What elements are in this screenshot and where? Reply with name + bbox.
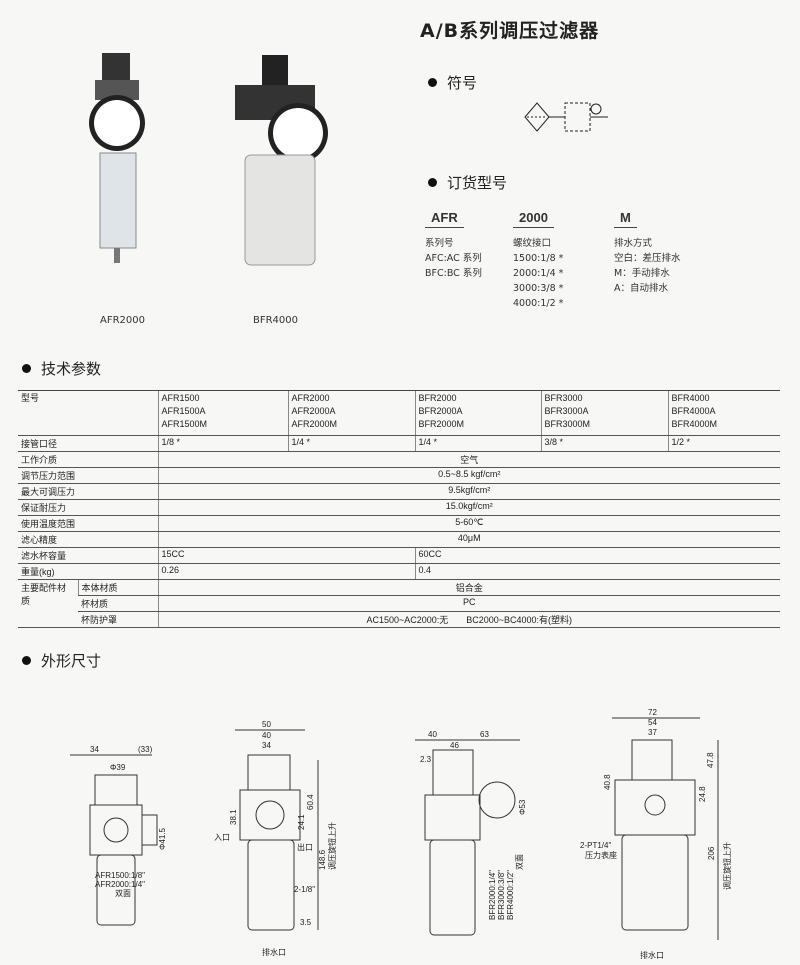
symbol-heading: 符号 (428, 72, 477, 93)
svg-text:72: 72 (648, 708, 657, 717)
svg-text:双面: 双面 (115, 889, 131, 898)
svg-text:排水口: 排水口 (640, 950, 664, 960)
svg-text:2.3: 2.3 (420, 755, 432, 764)
svg-text:206: 206 (707, 846, 716, 860)
svg-text:34: 34 (262, 741, 271, 750)
svg-text:排水口: 排水口 (262, 947, 286, 957)
product-caption: AFR2000 (100, 315, 145, 326)
svg-text:40.8: 40.8 (603, 774, 612, 790)
svg-text:压力表座: 压力表座 (585, 850, 617, 860)
pneumatic-symbol (524, 102, 608, 132)
svg-text:60.4: 60.4 (306, 794, 315, 810)
d3-labels: 40 46 63 2.3 Φ53 BFR2000:1/4"BFR3000:3/8"BF… (420, 730, 527, 920)
svg-text:24.8: 24.8 (698, 786, 707, 802)
order-heading: 订货型号 (428, 172, 507, 193)
svg-text:24.1: 24.1 (297, 814, 306, 830)
svg-text:54: 54 (648, 718, 657, 727)
svg-text:Φ39: Φ39 (110, 763, 126, 772)
svg-text:3.5: 3.5 (300, 918, 312, 927)
svg-text:(33): (33) (138, 745, 153, 754)
svg-text:2-1/8": 2-1/8" (294, 885, 315, 894)
table-row: 工作介质空气 (18, 451, 780, 468)
svg-text:BFR3000:3/8": BFR3000:3/8" (497, 870, 506, 920)
svg-text:调压旋钮上升: 调压旋钮上升 (722, 842, 732, 890)
product-caption: BFR4000 (253, 315, 299, 326)
svg-text:2-PT1/4": 2-PT1/4" (580, 841, 611, 850)
table-row: 主要配件材质本体材质铝合金 (18, 579, 780, 628)
svg-text:40: 40 (428, 730, 437, 739)
page-title: A/B系列调压过滤器 (420, 20, 600, 42)
svg-text:BFR4000:1/2": BFR4000:1/2" (506, 870, 515, 920)
svg-text:37: 37 (648, 728, 657, 737)
spec-heading: 技术参数 (22, 358, 101, 379)
svg-text:34: 34 (90, 745, 99, 754)
svg-text:Φ41.5: Φ41.5 (158, 827, 167, 850)
svg-text:63: 63 (480, 730, 489, 739)
svg-text:AFR2000:1/4": AFR2000:1/4" (95, 880, 145, 889)
dimension-heading: 外形尺寸 (22, 650, 101, 671)
afr2000-photo (89, 53, 145, 263)
svg-text:148.6: 148.6 (318, 849, 327, 870)
svg-text:40: 40 (262, 731, 271, 740)
bfr4000-photo (235, 55, 328, 266)
svg-text:Φ53: Φ53 (518, 799, 527, 815)
svg-text:双面: 双面 (515, 854, 524, 870)
svg-text:入口: 入口 (214, 833, 230, 842)
product-photos (89, 53, 328, 266)
svg-text:46: 46 (450, 741, 459, 750)
dimension-drawings: 34 (33) Φ39 Φ41.5 AFR1500:1/8"AFR2000:1/4"… (70, 708, 732, 960)
svg-text:调压旋钮上升: 调压旋钮上升 (327, 822, 337, 870)
svg-text:BFR2000:1/4": BFR2000:1/4" (488, 870, 497, 920)
svg-text:50: 50 (262, 720, 271, 729)
svg-text:出口: 出口 (297, 842, 313, 852)
d1-labels: 34 (33) Φ39 Φ41.5 AFR1500:1/8"AFR2000:1/4"… (90, 745, 167, 898)
svg-text:38.1: 38.1 (229, 809, 238, 825)
svg-text:47.8: 47.8 (706, 752, 715, 768)
svg-text:AFR1500:1/8": AFR1500:1/8" (95, 871, 145, 880)
